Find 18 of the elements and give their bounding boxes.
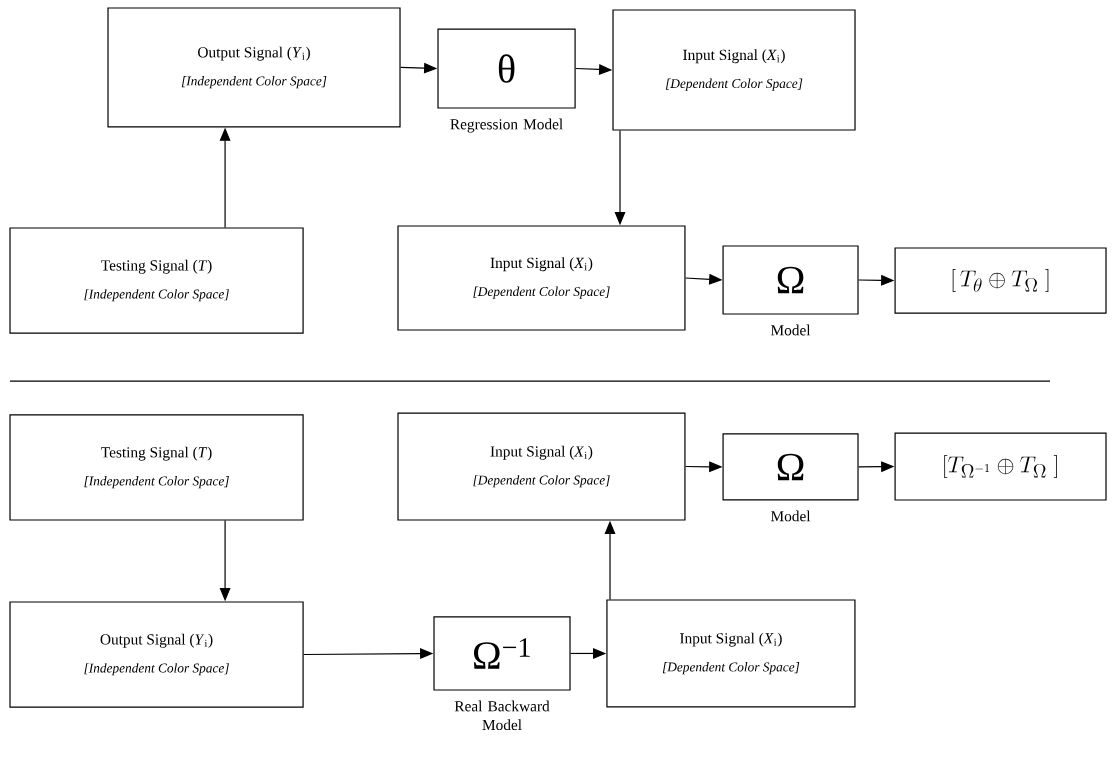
caption-text: Regression Model	[450, 118, 563, 133]
formula-box: $\left[\, T_{\theta} \oplus T_{\Omega} \;\right]$	[894, 247, 1107, 314]
signal-box: Output Signal (Y$_{i}$) [Independent Color Space]	[107, 7, 401, 128]
signal-box: Testing Signal (T) [Independent Color Space]	[9, 227, 304, 334]
signal-box: Input Signal (X$_{i}$) [Dependent Color Space]	[612, 9, 856, 131]
model-box: Ω	[722, 433, 859, 501]
signal-box: Output Signal (Y$_{i}$) [Independent Color Space]	[9, 601, 304, 708]
signal-box: Input Signal (X$_{i}$) [Dependent Color Space]	[397, 225, 686, 331]
caption-text: Model	[770, 510, 811, 522]
model-box: Ω	[722, 245, 859, 315]
signal-box: Input Signal (X$_{i}$) [Dependent Color Space]	[606, 599, 856, 708]
signal-box: Testing Signal (T) [Independent Color Space]	[9, 414, 304, 521]
signal-box: Input Signal (X$_{i}$) [Dependent Color Space]	[397, 412, 686, 521]
formula-box: $\left[ T_{\Omega^{-1}} \oplus T_{\Omega} \;\right]$	[894, 432, 1107, 501]
model-box: θ	[437, 28, 576, 109]
caption-text: Real Backward Model	[454, 700, 550, 731]
caption-text: Model	[770, 324, 811, 336]
model-box: Ω$^{−1}$	[433, 616, 571, 691]
